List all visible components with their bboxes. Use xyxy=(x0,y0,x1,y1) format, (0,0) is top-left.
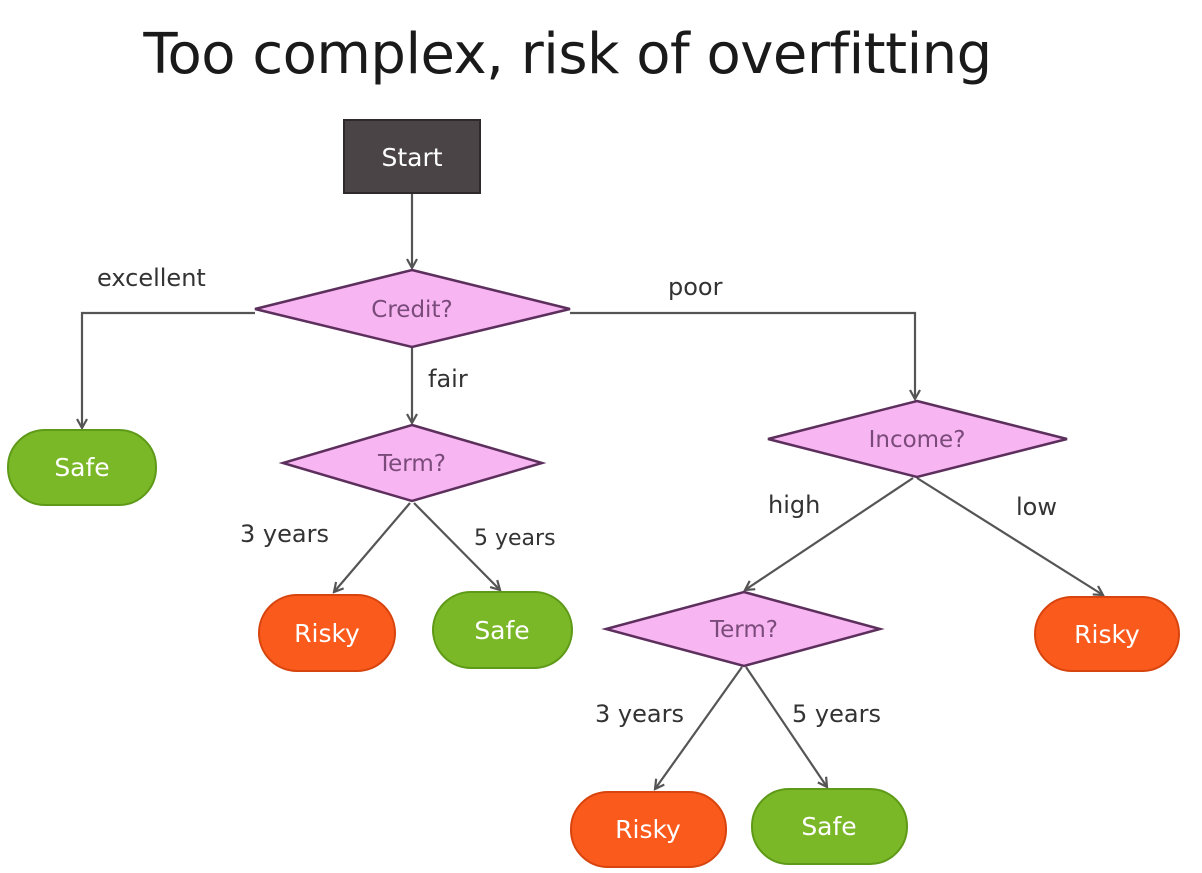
edge-label-term2-5years: 5 years xyxy=(792,700,881,728)
safe-leaf-term2-5years: Safe xyxy=(751,788,908,865)
edge-label-low: low xyxy=(1016,493,1057,521)
risky-leaf-term1-3years-shape xyxy=(258,594,396,672)
income-decision-label: Income? xyxy=(869,427,966,453)
risky-leaf-low: Risky xyxy=(1034,596,1180,672)
safe-leaf-excellent-shape xyxy=(7,429,157,506)
edge-label-term1-3years: 3 years xyxy=(240,520,329,548)
edge-labels: excellent fair poor 3 years 5 years high… xyxy=(97,264,1057,728)
safe-leaf-term1-5years-shape xyxy=(432,591,573,669)
risky-leaf-term2-3years: Risky xyxy=(570,791,727,868)
edges xyxy=(82,194,1103,789)
edge-label-term2-3years: 3 years xyxy=(595,700,684,728)
edge-credit-excellent xyxy=(82,311,255,428)
term-decision-fair-shape xyxy=(278,423,547,503)
edge-income-low xyxy=(916,477,1103,595)
safe-leaf-term2-5years-label: Safe xyxy=(801,812,856,841)
credit-decision-shape xyxy=(254,268,571,349)
edge-term2-5years xyxy=(745,666,827,787)
term-decision-fair-label: Term? xyxy=(377,451,446,477)
start-node-box xyxy=(343,119,481,194)
edge-term2-3years xyxy=(655,666,743,789)
risky-leaf-term2-3years-label: Risky xyxy=(615,815,681,844)
income-decision-shape xyxy=(767,399,1068,479)
safe-leaf-excellent-label: Safe xyxy=(54,453,109,482)
term-decision-node-high: Term? xyxy=(601,590,885,668)
safe-leaf-term1-5years-label: Safe xyxy=(474,616,529,645)
edge-label-poor: poor xyxy=(668,273,723,301)
term-decision-node-fair: Term? xyxy=(278,423,547,503)
edge-credit-poor xyxy=(570,311,915,399)
term-decision-high-shape xyxy=(601,590,885,668)
safe-leaf-term1-5years: Safe xyxy=(432,591,573,669)
slide-title: Too complex, risk of overfitting xyxy=(143,22,992,87)
edge-term1-3years xyxy=(334,502,411,592)
safe-leaf-excellent: Safe xyxy=(7,429,157,506)
risky-leaf-term2-3years-shape xyxy=(570,791,727,868)
risky-leaf-low-shape xyxy=(1034,596,1180,672)
edge-label-excellent: excellent xyxy=(97,264,206,292)
start-node: Start xyxy=(343,119,481,194)
edge-label-term1-5years: 5 years xyxy=(474,526,556,551)
edge-income-high xyxy=(745,477,914,590)
risky-leaf-term1-3years: Risky xyxy=(258,594,396,672)
risky-leaf-low-label: Risky xyxy=(1074,620,1140,649)
edge-term1-5years xyxy=(413,502,500,590)
credit-decision-label: Credit? xyxy=(371,297,452,323)
edge-label-fair: fair xyxy=(428,365,468,393)
income-decision-node: Income? xyxy=(767,399,1068,479)
credit-decision-node: Credit? xyxy=(254,268,571,349)
edge-label-high: high xyxy=(768,491,820,519)
risky-leaf-term1-3years-label: Risky xyxy=(294,619,360,648)
start-node-label: Start xyxy=(381,143,442,172)
safe-leaf-term2-5years-shape xyxy=(751,788,908,865)
term-decision-high-label: Term? xyxy=(709,617,778,643)
